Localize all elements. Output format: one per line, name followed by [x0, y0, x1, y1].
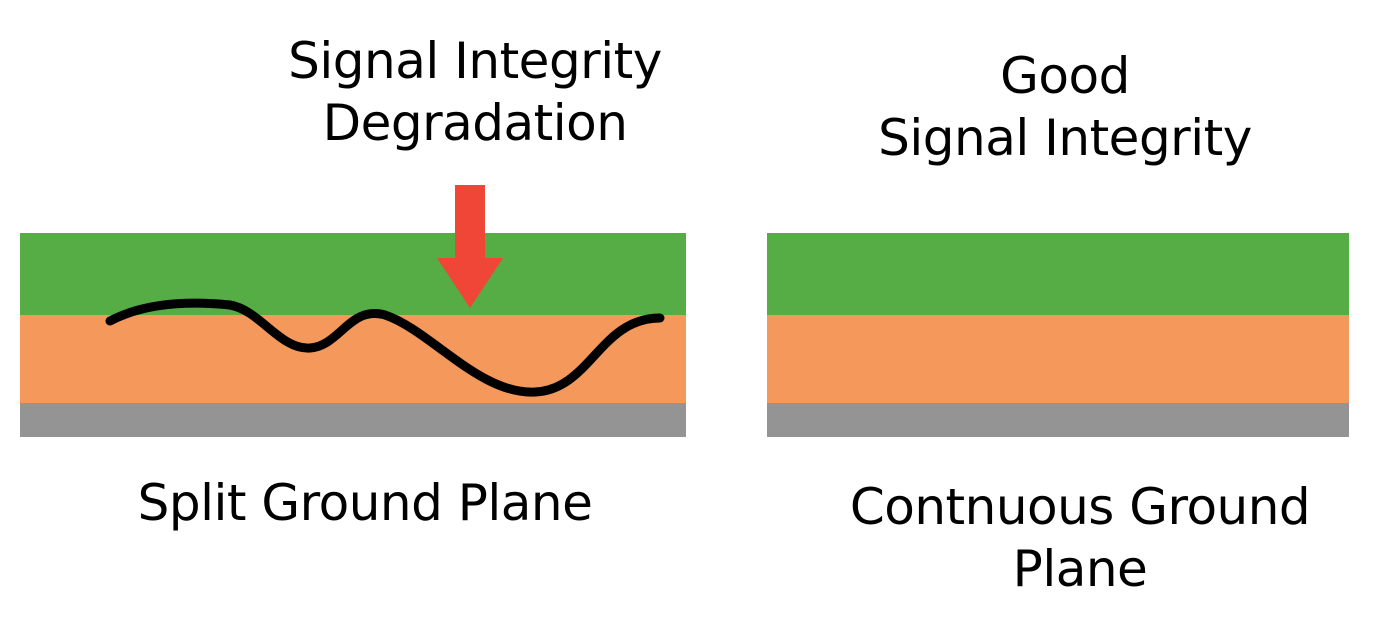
- split-ground-plane-caption: Split Ground Plane: [137, 474, 593, 532]
- left-bottom-layer: [20, 403, 686, 437]
- right-top-layer: [767, 233, 1349, 315]
- good-signal-annotation: Good Signal Integrity: [878, 47, 1252, 167]
- signal-trace: [105, 298, 665, 397]
- left-top-layer: [20, 233, 686, 315]
- right-bottom-layer: [767, 403, 1349, 437]
- red-down-arrow-icon: [437, 185, 503, 308]
- degradation-annotation: Signal Integrity Degradation: [288, 32, 662, 152]
- left-middle-layer: [20, 315, 686, 403]
- right-middle-layer: [767, 315, 1349, 403]
- continuous-ground-plane-caption: Contnuous Ground Plane: [849, 478, 1311, 598]
